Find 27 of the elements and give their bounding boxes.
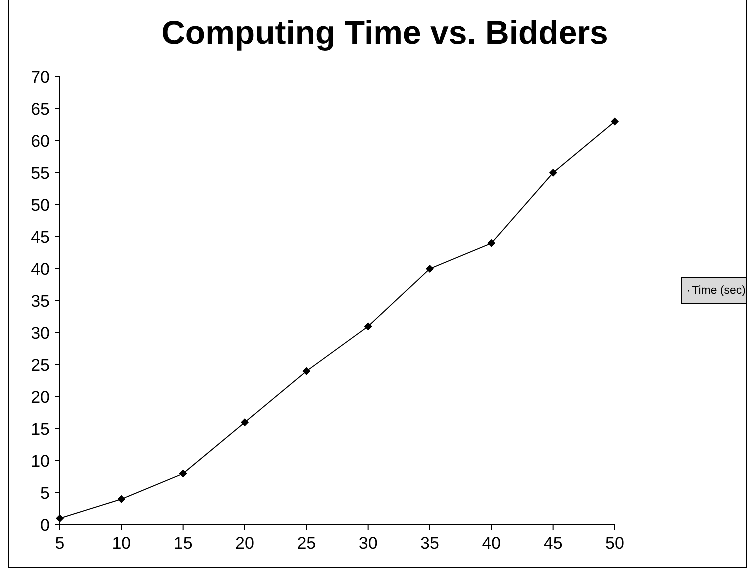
legend-label: Time (sec) — [692, 284, 746, 296]
y-tick-label: 35 — [31, 292, 50, 311]
chart-title: Computing Time vs. Bidders — [160, 14, 610, 52]
y-tick-label: 5 — [40, 484, 50, 503]
x-tick-label: 45 — [544, 534, 563, 553]
x-tick-label: 30 — [358, 534, 378, 553]
x-tick-label: 15 — [174, 534, 193, 553]
x-tick-label: 20 — [236, 534, 254, 553]
y-tick-label: 10 — [31, 452, 50, 471]
x-tick-label: 5 — [55, 534, 65, 553]
y-tick-label: 60 — [31, 132, 50, 151]
y-tick-label: 65 — [31, 100, 50, 119]
y-tick-label: 55 — [31, 164, 50, 183]
y-tick-label: 45 — [31, 228, 50, 247]
x-tick-label: 10 — [112, 534, 132, 553]
y-tick-label: 15 — [31, 420, 50, 439]
x-tick-label: 40 — [482, 534, 502, 553]
x-tick-label: 50 — [606, 534, 624, 553]
x-tick-label: 25 — [297, 534, 316, 553]
y-tick-label: 25 — [31, 356, 50, 375]
y-tick-label: 0 — [40, 516, 50, 535]
y-tick-label: 20 — [31, 388, 50, 407]
y-tick-label: 30 — [31, 324, 50, 343]
y-tick-label: 40 — [31, 260, 50, 279]
x-tick-label: 35 — [420, 534, 440, 553]
y-tick-label: 50 — [31, 196, 50, 215]
y-tick-label: 70 — [31, 68, 50, 87]
